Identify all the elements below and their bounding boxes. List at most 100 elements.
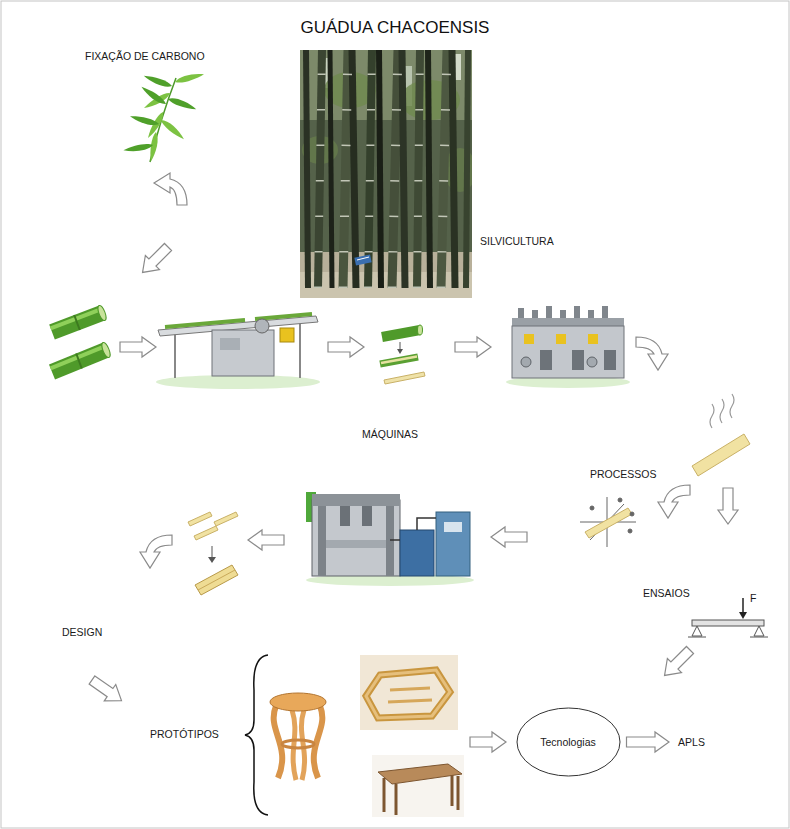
- flow-arrow: [491, 527, 527, 547]
- flow-arrow: [135, 240, 175, 280]
- bamboo-strips: [208, 557, 216, 563]
- bamboo-photo: [318, 50, 447, 288]
- bending-test: [739, 612, 747, 619]
- bracket: [245, 655, 268, 815]
- stool-prototype: [270, 693, 326, 780]
- bamboo-photo: [392, 50, 398, 288]
- planing-machine: [521, 357, 531, 367]
- flow-arrow: [328, 337, 364, 357]
- stage-label: MÁQUINAS: [362, 428, 418, 440]
- bamboo-strips: [214, 512, 238, 526]
- stool-prototype: [292, 710, 296, 780]
- planing-machine: [540, 350, 552, 370]
- bamboo-sprig: [174, 71, 205, 85]
- cutting-machine: [212, 330, 274, 376]
- bamboo-strips: [194, 526, 218, 540]
- bending-test: [692, 620, 764, 626]
- bamboo-photo: [392, 50, 398, 288]
- split-bamboo: [380, 357, 418, 364]
- bamboo-sprig: [129, 114, 160, 128]
- table-prototype: [395, 784, 398, 815]
- planing-machine: [524, 334, 534, 344]
- stool-prototype: [282, 740, 314, 748]
- press-machine: [362, 506, 372, 526]
- table-prototype: [378, 764, 462, 784]
- tray-prototype: [360, 655, 458, 730]
- flow-arrow: [636, 337, 668, 370]
- tray-prototype: [366, 670, 450, 718]
- flow-arrow: [455, 337, 491, 357]
- split-bamboo: [397, 349, 403, 354]
- press-machine: [306, 492, 474, 586]
- planing-machine: [556, 334, 566, 344]
- flow-arrow: [470, 732, 506, 752]
- stool-prototype: [274, 706, 283, 778]
- tray-prototype: [366, 670, 450, 718]
- bamboo-photo: [466, 50, 468, 288]
- cutting-machine: [299, 320, 301, 378]
- bamboo-photo: [352, 50, 356, 288]
- bamboo-culms: [96, 304, 107, 321]
- tray-prototype: [390, 688, 430, 690]
- ellipse-node: Tecnologias: [516, 707, 621, 777]
- flow-arrow: [154, 173, 187, 205]
- cutting-machine: [280, 328, 294, 342]
- press-machine: [400, 530, 434, 576]
- steamed-strip: [710, 404, 714, 428]
- press-machine: [386, 506, 394, 576]
- axes-sketch: [585, 508, 632, 538]
- cutting-machine: [255, 319, 269, 333]
- cutting-machine: [156, 375, 320, 389]
- flow-arrow: [86, 173, 738, 752]
- steamed-strip: [692, 434, 750, 476]
- steamed-strip: [692, 394, 750, 476]
- bamboo-photo: [368, 50, 372, 288]
- press-machine: [312, 500, 400, 576]
- bamboo-photo: [417, 50, 420, 288]
- planing-machine: [588, 334, 598, 344]
- bamboo-culms: [51, 346, 105, 368]
- bamboo-photo: [343, 50, 348, 288]
- flow-arrow: [718, 488, 738, 524]
- planing-machine: [506, 306, 630, 388]
- press-machine: [444, 522, 462, 532]
- cutting-machine: [255, 314, 312, 319]
- bamboo-photo: [441, 50, 447, 288]
- flow-arrow: [120, 337, 156, 357]
- axes-sketch: [590, 506, 594, 510]
- press-machine: [340, 506, 350, 526]
- bamboo-photo: [343, 50, 348, 288]
- bamboo-strips: [198, 570, 235, 590]
- bending-test: [688, 637, 706, 638]
- cutting-machine: [156, 314, 320, 389]
- planing-machine: [604, 350, 616, 370]
- planing-machine: [572, 350, 584, 370]
- axes-sketch: [630, 512, 634, 516]
- split-bamboo: [382, 330, 420, 337]
- bamboo-photo: [428, 50, 430, 288]
- cutting-machine: [165, 320, 245, 327]
- stage-label: F: [750, 592, 756, 604]
- split-bamboo: [418, 325, 423, 335]
- stage-label: DESIGN: [62, 626, 102, 638]
- bamboo-sprig: [123, 71, 205, 162]
- flow-arrow: [248, 530, 284, 550]
- split-bamboo: [380, 325, 425, 384]
- planing-machine: [512, 326, 624, 378]
- flow-arrow: [658, 485, 690, 518]
- bending-test: [742, 598, 744, 613]
- bamboo-sprig: [159, 117, 186, 141]
- stool-prototype: [301, 710, 304, 780]
- node-text: APLS: [678, 736, 705, 748]
- tray-prototype: [360, 655, 458, 730]
- axes-sketch: [618, 498, 622, 502]
- bamboo-sprig: [139, 85, 167, 107]
- bamboo-culms: [76, 354, 82, 369]
- table-prototype: [372, 755, 464, 817]
- bamboo-photo: [300, 50, 472, 298]
- bamboo-photo: [417, 50, 420, 288]
- press-machine: [318, 506, 326, 576]
- bamboo-strips: [212, 546, 213, 558]
